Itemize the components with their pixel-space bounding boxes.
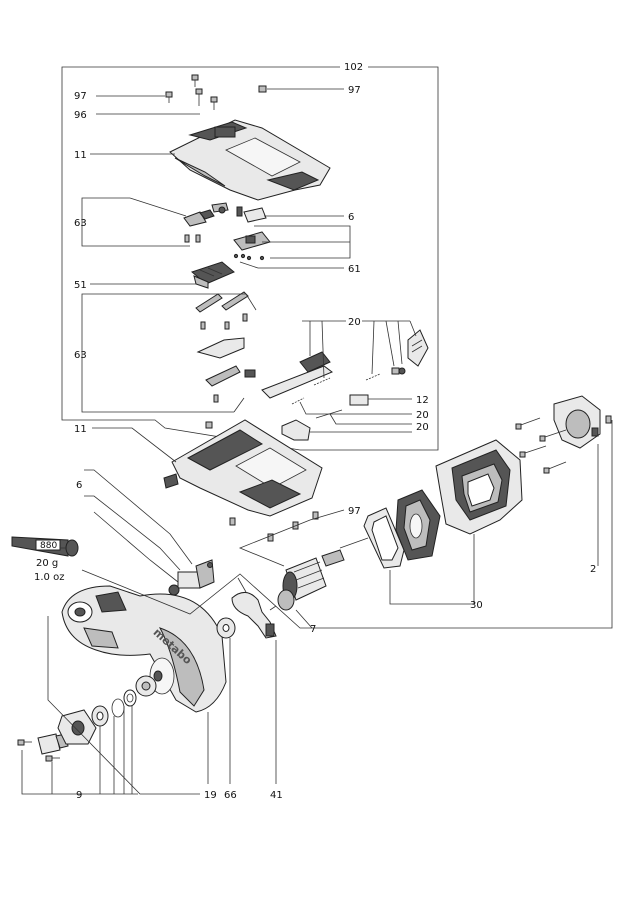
callout-41: 41 [270,790,283,801]
grease-weight-label: 20 g [36,558,58,569]
callout-61: 61 [348,264,361,275]
bottom-cover-part-11 [171,419,323,517]
spring-part-20-a [313,377,331,386]
stator-core-part-30 [395,489,441,561]
spindle-lock-part-41 [231,577,277,639]
washer-part-9-a [91,705,109,727]
release-button-part-20 [407,329,429,367]
callout-20-top: 20 [348,317,361,328]
callout-11-top: 11 [74,150,87,161]
top-cover-part-11 [169,119,331,201]
motor-housing [435,439,523,535]
callout-97-bot: 97 [348,506,361,517]
screw-9-b [45,755,60,762]
callout-96: 96 [74,110,87,121]
lock-slider-part-20 [261,351,333,399]
screw-top-b [210,96,218,110]
callout-11-bot: 11 [74,424,87,435]
grease-code-label: 880 [40,541,57,551]
screws-end-cap-2 [515,417,567,474]
screw-top-a [191,74,199,87]
armature-part-7 [269,537,369,611]
grease-ounces-label: 1.0 oz [34,572,64,583]
callout-2: 2 [590,564,596,575]
ring-part-9 [123,689,137,707]
screw-97-top-right [258,85,267,93]
callout-20-mid: 20 [416,410,429,421]
callout-102: 102 [344,62,363,73]
switch-parts-63-top [183,202,229,243]
callout-19: 19 [204,790,217,801]
callout-labels: 102 97 97 96 11 63 6 61 51 63 20 12 20 2… [34,62,596,801]
callout-12: 12 [416,395,429,406]
leader-lines [21,88,613,795]
circlip-part-9 [111,698,125,718]
pcb-part-61 [233,231,271,261]
callout-7: 7 [310,624,316,635]
callout-20-bot: 20 [416,422,429,433]
stator-ring-part-30 [363,507,405,569]
callout-30: 30 [470,600,483,611]
switch-part-6-left [168,559,215,596]
end-cap-part-2 [553,395,612,449]
screw-97-top-left [165,91,173,103]
slider-part-12 [349,394,369,406]
cap-part-9 [153,670,163,682]
button-part-20 [281,419,311,441]
callout-9: 9 [76,790,82,801]
callout-97-top-right: 97 [348,85,361,96]
screw-9-a [17,739,32,746]
callout-51: 51 [74,280,87,291]
small-parts-20 [391,367,406,375]
spring-part-20-c [365,373,381,381]
contact-block-part-51 [191,261,235,289]
washer-part-66 [216,617,236,639]
spring-part-20-b [291,397,305,405]
callout-63-top: 63 [74,218,87,229]
grease-tube-880 [11,536,79,557]
callout-66: 66 [224,790,237,801]
callout-63-mid: 63 [74,350,87,361]
switch-parts-63-mid [195,291,256,403]
callout-6-left: 6 [76,480,82,491]
callout-97-top-left: 97 [74,91,87,102]
bearing-part-9 [135,675,157,697]
screw-96-top [195,88,203,106]
bearing-flange-part-9 [57,709,97,745]
switch-part-6-top [236,206,267,223]
callout-6-top: 6 [348,212,354,223]
